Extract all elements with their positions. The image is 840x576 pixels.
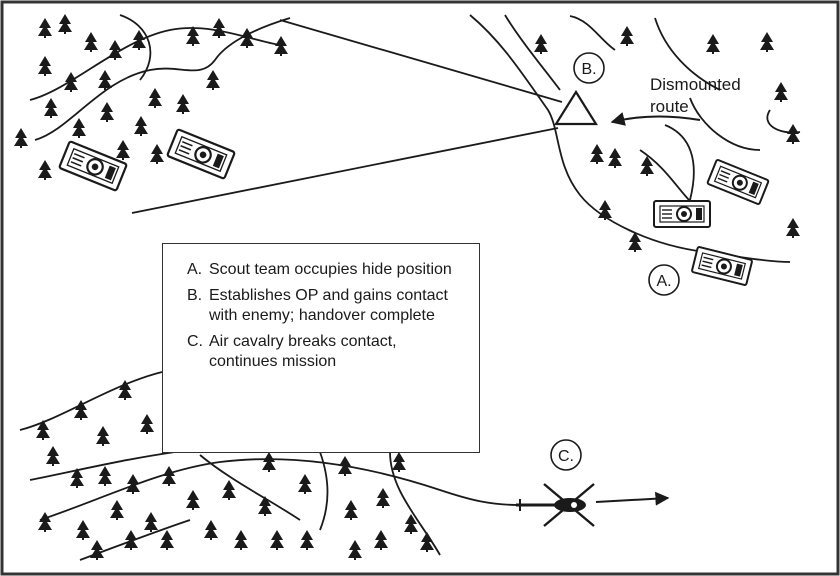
tree-icon bbox=[338, 456, 352, 476]
tree-icon bbox=[108, 40, 122, 60]
point-a-marker bbox=[648, 264, 680, 296]
tree-icon bbox=[270, 530, 284, 550]
tree-icon bbox=[124, 530, 138, 550]
arrow-icon bbox=[595, 491, 670, 506]
point-c-label: C. bbox=[558, 448, 574, 465]
tree-icon bbox=[176, 94, 190, 114]
tree-icon bbox=[72, 118, 86, 138]
tree-icon bbox=[598, 200, 612, 220]
legend-item-c: C. Air cavalry breaks contact, continues… bbox=[187, 332, 469, 372]
vehicle-icon bbox=[165, 128, 237, 180]
tree-icon bbox=[64, 72, 78, 92]
legend-letter: B. bbox=[187, 287, 203, 304]
tree-icon bbox=[392, 452, 406, 472]
op-triangle-icon bbox=[554, 89, 598, 126]
tree-icon bbox=[786, 124, 800, 144]
legend-letter: A. bbox=[187, 261, 203, 278]
tree-icon bbox=[36, 420, 50, 440]
vehicle-icon bbox=[653, 200, 711, 228]
tree-icon bbox=[14, 128, 28, 148]
tree-icon bbox=[84, 32, 98, 52]
tree-icon bbox=[38, 160, 52, 180]
tree-icon bbox=[274, 36, 288, 56]
tree-icon bbox=[240, 28, 254, 48]
legend-letter: C. bbox=[187, 333, 203, 350]
tree-icon bbox=[98, 466, 112, 486]
tree-icon bbox=[38, 512, 52, 532]
tree-icon bbox=[148, 88, 162, 108]
tree-icon bbox=[38, 18, 52, 38]
tree-icon bbox=[144, 512, 158, 532]
tree-icon bbox=[76, 520, 90, 540]
tree-icon bbox=[38, 56, 52, 76]
tree-icon bbox=[100, 102, 114, 122]
legend-item-a: A. Scout team occupies hide position bbox=[187, 260, 469, 280]
vehicle-icon bbox=[690, 245, 754, 287]
tree-icon bbox=[222, 480, 236, 500]
tree-icon bbox=[534, 34, 548, 54]
tree-icon bbox=[160, 530, 174, 550]
tree-icon bbox=[116, 140, 130, 160]
tree-icon bbox=[212, 18, 226, 38]
point-c-marker bbox=[550, 439, 582, 471]
tree-icon bbox=[44, 98, 58, 118]
tree-icon bbox=[96, 426, 110, 446]
tree-icon bbox=[262, 452, 276, 472]
tree-icon bbox=[298, 474, 312, 494]
point-a-label: A. bbox=[656, 273, 671, 290]
tree-icon bbox=[206, 70, 220, 90]
tree-icon bbox=[620, 26, 634, 46]
legend-text: Establishes OP and gains contact with en… bbox=[209, 287, 448, 324]
dismounted-route-label-line2: route bbox=[650, 97, 689, 116]
tree-icon bbox=[150, 144, 164, 164]
legend-text: Air cavalry breaks contact, continues mi… bbox=[209, 333, 397, 370]
legend-text: Scout team occupies hide position bbox=[209, 261, 452, 278]
point-b-marker bbox=[573, 52, 605, 84]
tree-icon bbox=[58, 14, 72, 34]
forest-northwest bbox=[14, 14, 288, 180]
tree-icon bbox=[134, 116, 148, 136]
tree-icon bbox=[204, 520, 218, 540]
tree-icon bbox=[420, 532, 434, 552]
tree-icon bbox=[162, 466, 176, 486]
tree-icon bbox=[300, 530, 314, 550]
tree-icon bbox=[98, 70, 112, 90]
tree-icon bbox=[186, 490, 200, 510]
tree-icon bbox=[126, 474, 140, 494]
tree-icon bbox=[46, 446, 60, 466]
dismounted-route-label-line1: Dismounted bbox=[650, 75, 741, 94]
terrain-contours-northeast bbox=[469, 14, 801, 263]
legend-item-b: B. Establishes OP and gains contact with… bbox=[187, 286, 469, 326]
vehicle-icon bbox=[57, 140, 129, 192]
tree-icon bbox=[608, 148, 622, 168]
tree-icon bbox=[590, 144, 604, 164]
tree-icon bbox=[786, 218, 800, 238]
tree-icon bbox=[140, 414, 154, 434]
point-b-label: B. bbox=[581, 61, 596, 78]
tree-icon bbox=[110, 500, 124, 520]
arrow-icon bbox=[610, 112, 701, 126]
tree-icon bbox=[258, 496, 272, 516]
tree-icon bbox=[774, 82, 788, 102]
observation-sector bbox=[131, 19, 563, 214]
tree-icon bbox=[374, 530, 388, 550]
vehicle-icon bbox=[706, 158, 770, 206]
tree-icon bbox=[344, 500, 358, 520]
tree-icon bbox=[376, 488, 390, 508]
legend-box: A. Scout team occupies hide position B. … bbox=[162, 243, 480, 453]
tree-icon bbox=[90, 540, 104, 560]
helicopter-icon bbox=[516, 483, 595, 527]
tree-icon bbox=[234, 530, 248, 550]
tree-icon bbox=[706, 34, 720, 54]
tree-icon bbox=[348, 540, 362, 560]
tree-icon bbox=[760, 32, 774, 52]
